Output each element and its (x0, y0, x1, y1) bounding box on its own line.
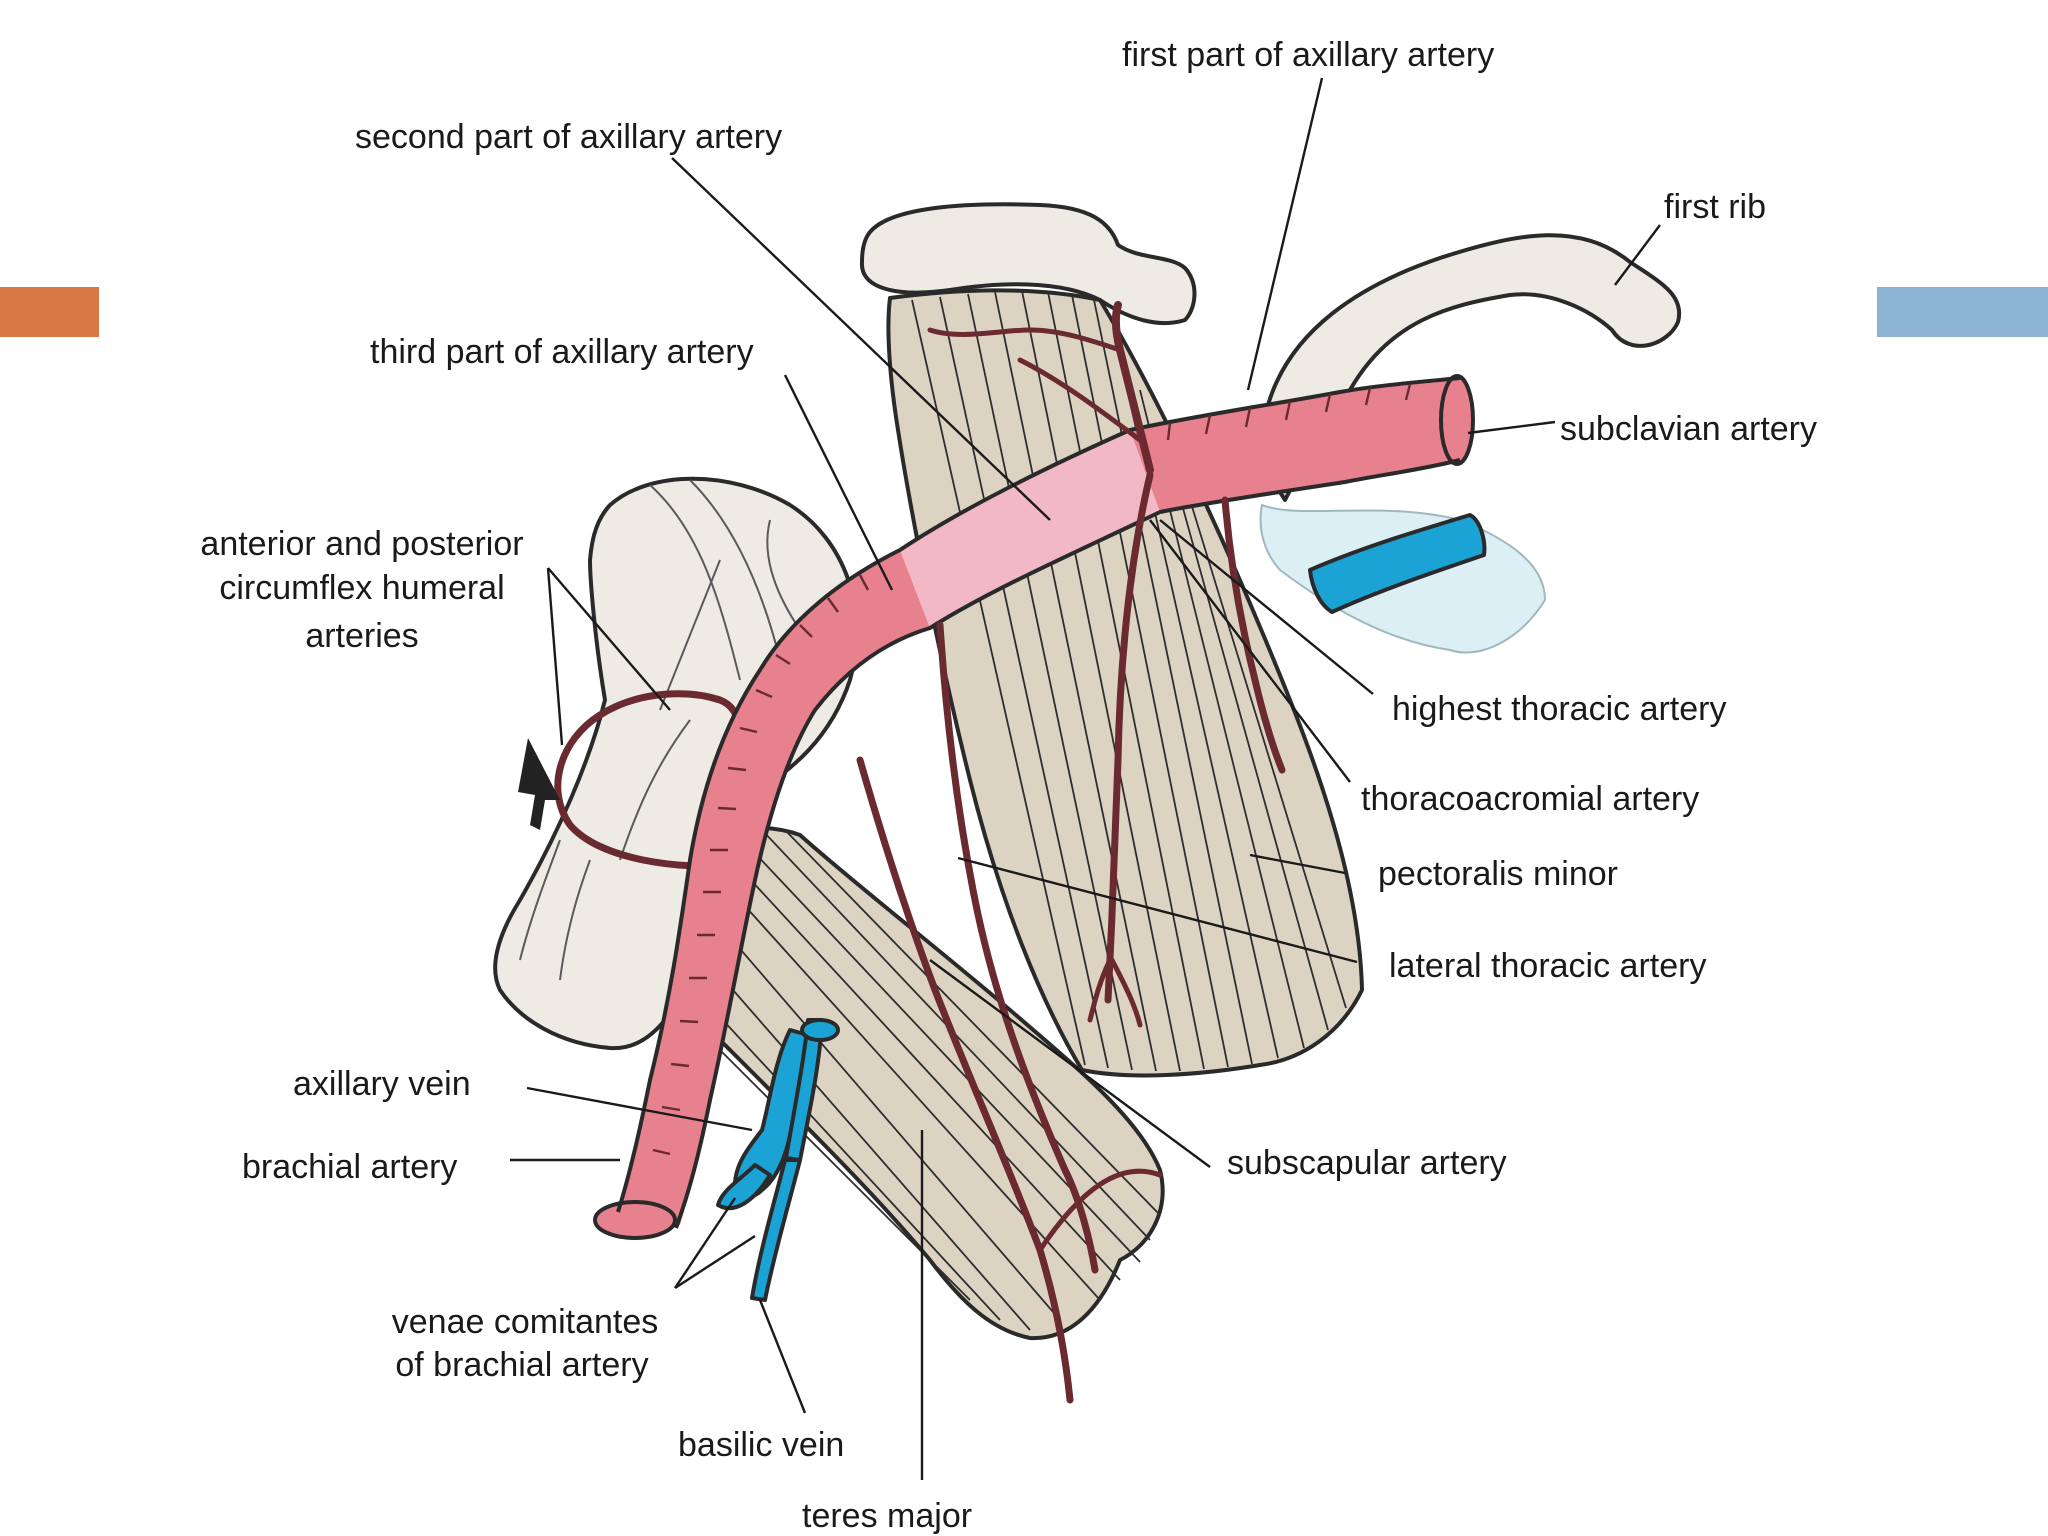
artery-outline (616, 376, 1461, 1229)
label-second-part: second part of axillary artery (355, 118, 782, 156)
label-circumflex-3: arteries (305, 617, 418, 655)
thoracoacromial-branch-a (927, 327, 1123, 353)
label-pectoralis-minor: pectoralis minor (1378, 855, 1618, 893)
label-venae-1: venae comitantes (392, 1303, 659, 1341)
label-first-part: first part of axillary artery (1122, 36, 1494, 74)
subclavian-vein (1308, 513, 1487, 614)
highest-thoracic-branch (1221, 496, 1286, 774)
humerus-surface-detail (519, 479, 801, 981)
label-first-rib: first rib (1664, 188, 1766, 226)
thoracoacromial-branch-c (1104, 471, 1154, 1004)
labels: first part of axillary artery second par… (200, 36, 1817, 1535)
artery-ticks (652, 383, 1412, 1156)
label-axillary-vein: axillary vein (293, 1065, 471, 1103)
label-basilic-vein: basilic vein (678, 1426, 844, 1464)
axillary-vein (716, 1018, 840, 1302)
label-thoracoacromial: thoracoacromial artery (1361, 780, 1699, 818)
brachial-cut-end (593, 1200, 677, 1240)
thoracoacromial-branch-b (1017, 357, 1143, 443)
artery-branches (856, 301, 1286, 1404)
label-circumflex-2: circumflex humeral (219, 569, 504, 607)
subclavian-cut-end (1439, 374, 1475, 466)
label-subscapular: subscapular artery (1227, 1144, 1507, 1182)
circumflex-humeral-loop (554, 690, 743, 870)
label-highest-thoracic: highest thoracic artery (1392, 690, 1727, 728)
axillary-artery-second-part (900, 430, 1160, 628)
accent-bar-left (0, 287, 99, 337)
subclavian-artery (1130, 378, 1460, 512)
label-brachial-artery: brachial artery (242, 1148, 457, 1186)
circumflex-arrowhead (518, 738, 560, 830)
subscapular-branch (856, 756, 1074, 1404)
label-teres-major: teres major (802, 1497, 972, 1535)
axillary-artery-third-part (620, 550, 930, 1225)
leader-lines (510, 77, 1661, 1480)
thoracoacromial-branch-d (1087, 957, 1113, 1023)
label-venae-2: of brachial artery (395, 1346, 648, 1384)
label-circumflex-1: anterior and posterior (200, 525, 523, 563)
accent-bar-right (1877, 287, 2048, 337)
label-subclavian: subclavian artery (1560, 410, 1817, 448)
label-third-part: third part of axillary artery (370, 333, 754, 371)
humerus (493, 476, 859, 1051)
subscapular-branch-b (1037, 1168, 1163, 1253)
thoracoacromial-branch-e (1109, 957, 1143, 1028)
clavicle (859, 202, 1197, 325)
label-lateral-thoracic: lateral thoracic artery (1389, 947, 1706, 985)
